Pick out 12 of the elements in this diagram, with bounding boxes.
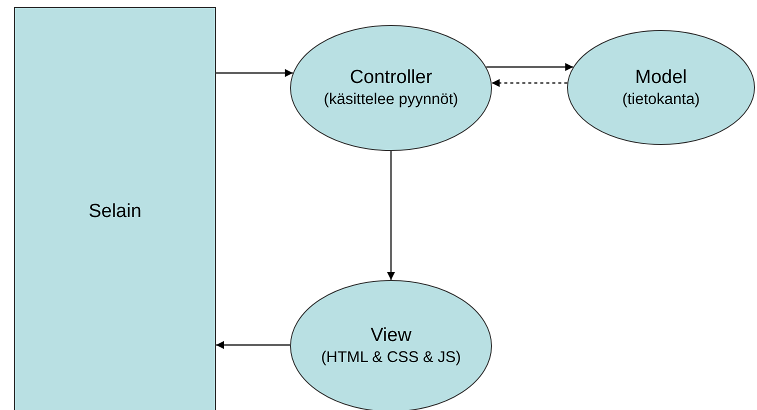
node-subtitle: (käsittelee pyynnöt) (324, 90, 458, 110)
node-title: Model (635, 66, 687, 90)
node-title: Controller (350, 66, 432, 90)
node-subtitle: (tietokanta) (622, 90, 700, 110)
arrow (486, 63, 574, 71)
node-subtitle: (HTML & CSS & JS) (321, 348, 461, 368)
arrow (492, 79, 568, 87)
node-title: View (370, 324, 412, 348)
arrow (387, 151, 395, 280)
arrow (216, 69, 293, 77)
panel-label: Selain (88, 200, 142, 224)
arrow (216, 341, 290, 349)
